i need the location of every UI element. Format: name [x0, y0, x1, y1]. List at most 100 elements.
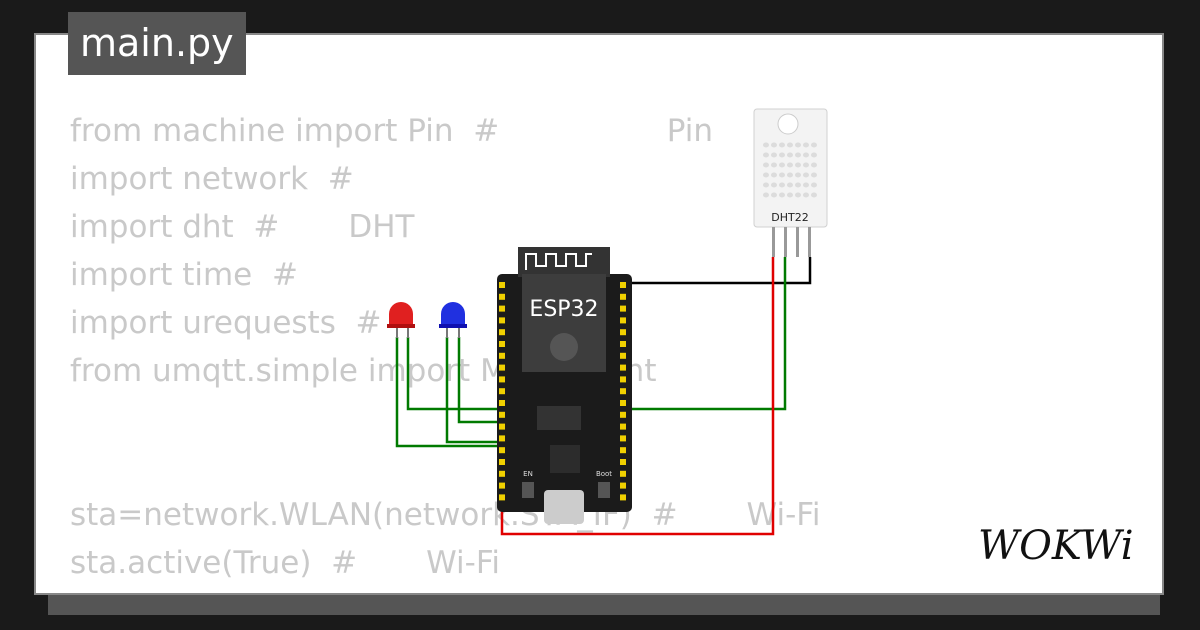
code-line: import time #	[70, 257, 298, 293]
espressif-logo-icon	[550, 333, 578, 361]
sensor-vent	[811, 192, 817, 198]
circuit-diagram: ESP32 EN Boot DHT22	[387, 108, 828, 536]
board-pin	[499, 459, 505, 465]
sensor-vent	[779, 142, 785, 148]
code-line: from machine import Pin # Pin	[70, 113, 714, 149]
board-pin	[499, 447, 505, 454]
sensor-vent	[771, 152, 777, 158]
file-tab[interactable]: main.py	[68, 12, 246, 75]
sensor-vent	[795, 142, 801, 148]
power-wire	[500, 257, 775, 536]
board-pin	[499, 364, 505, 371]
board-pin	[620, 317, 626, 324]
sensor-vent	[795, 162, 801, 168]
usb-port	[544, 490, 584, 524]
board-pin	[620, 388, 626, 395]
sensor-vent	[811, 152, 817, 158]
sensor-vent	[811, 182, 817, 188]
board-pin	[499, 305, 505, 312]
sensor-vent	[779, 152, 785, 158]
sensor-vent	[763, 152, 769, 158]
sensor-vent	[811, 142, 817, 148]
board-pin	[620, 494, 626, 501]
dht22-label: DHT22	[771, 211, 808, 224]
sensor-vent	[811, 162, 817, 168]
red-led-anode-wire	[406, 337, 502, 411]
sensor-vent	[795, 192, 801, 198]
boot-button[interactable]	[598, 482, 610, 498]
board-pin	[620, 352, 626, 359]
board-pin	[620, 400, 626, 406]
sensor-vent	[763, 182, 769, 188]
sensor-vent	[811, 172, 817, 178]
wokwi-logo: WOKWi	[978, 523, 1134, 569]
board-pin	[620, 411, 626, 418]
boot-label: Boot	[596, 470, 612, 478]
board-pin	[499, 282, 505, 288]
board-pin	[620, 305, 626, 312]
blue-led-anode-wire	[457, 337, 502, 424]
sensor-vent	[803, 192, 809, 198]
dht22-sensor: DHT22	[753, 108, 828, 257]
board-pin	[620, 364, 626, 371]
sensor-vent	[763, 172, 769, 178]
board-pin	[620, 447, 626, 454]
preview-card: from machine import Pin # Pin import netw…	[34, 33, 1164, 595]
board-pin	[499, 482, 505, 489]
sensor-vent	[795, 152, 801, 158]
board-pin	[499, 317, 505, 324]
board-pin	[620, 376, 626, 383]
sensor-vent	[803, 172, 809, 178]
code-line: import network #	[70, 161, 354, 197]
sensor-vent	[763, 162, 769, 168]
sensor-vent	[779, 182, 785, 188]
card-shadow	[48, 595, 1160, 615]
board-pin	[499, 470, 505, 477]
red-led-cathode-wire	[395, 337, 502, 448]
code-line: import urequests #	[70, 305, 382, 341]
board-pin	[499, 329, 505, 336]
sensor-vent	[779, 162, 785, 168]
sensor-vent	[803, 152, 809, 158]
board-pin	[499, 388, 505, 395]
board-pin	[620, 459, 626, 465]
red-led	[387, 302, 415, 338]
sensor-vent	[771, 172, 777, 178]
board-pin	[620, 470, 626, 477]
en-button[interactable]	[522, 482, 534, 498]
board-pin	[620, 423, 626, 430]
board-pin	[499, 341, 505, 347]
board-pin	[499, 376, 505, 383]
wokwi-logo-text: WOKWi	[978, 523, 1134, 569]
board-pin	[499, 411, 505, 418]
board-pin	[620, 293, 626, 300]
blue-led-cathode-wire	[445, 337, 502, 444]
board-pin	[499, 423, 505, 430]
board-pin	[620, 282, 626, 288]
sensor-vent	[787, 192, 793, 198]
sensor-vent	[803, 162, 809, 168]
esp32-board: ESP32 EN Boot	[497, 247, 632, 524]
sensor-vent	[763, 142, 769, 148]
sensor-vent	[771, 182, 777, 188]
en-label: EN	[523, 470, 533, 478]
sensor-vent	[795, 172, 801, 178]
code-line: sta.active(True) # Wi-Fi	[70, 545, 501, 581]
sensor-vent	[787, 142, 793, 148]
esp32-label: ESP32	[529, 297, 598, 322]
board-pin	[499, 293, 505, 300]
board-pin	[620, 341, 626, 347]
board-pin	[499, 352, 505, 359]
ground-wire	[628, 257, 812, 285]
board-pin	[499, 494, 505, 501]
sensor-vent	[803, 182, 809, 188]
sensor-vent	[803, 142, 809, 148]
sensor-vent	[771, 192, 777, 198]
data-wire-dht	[628, 257, 787, 411]
code-line: import dht # DHT	[70, 209, 415, 245]
board-pin	[620, 329, 626, 336]
sensor-vent	[779, 172, 785, 178]
sensor-vent	[787, 172, 793, 178]
sensor-vent	[787, 162, 793, 168]
board-pin	[499, 435, 505, 442]
